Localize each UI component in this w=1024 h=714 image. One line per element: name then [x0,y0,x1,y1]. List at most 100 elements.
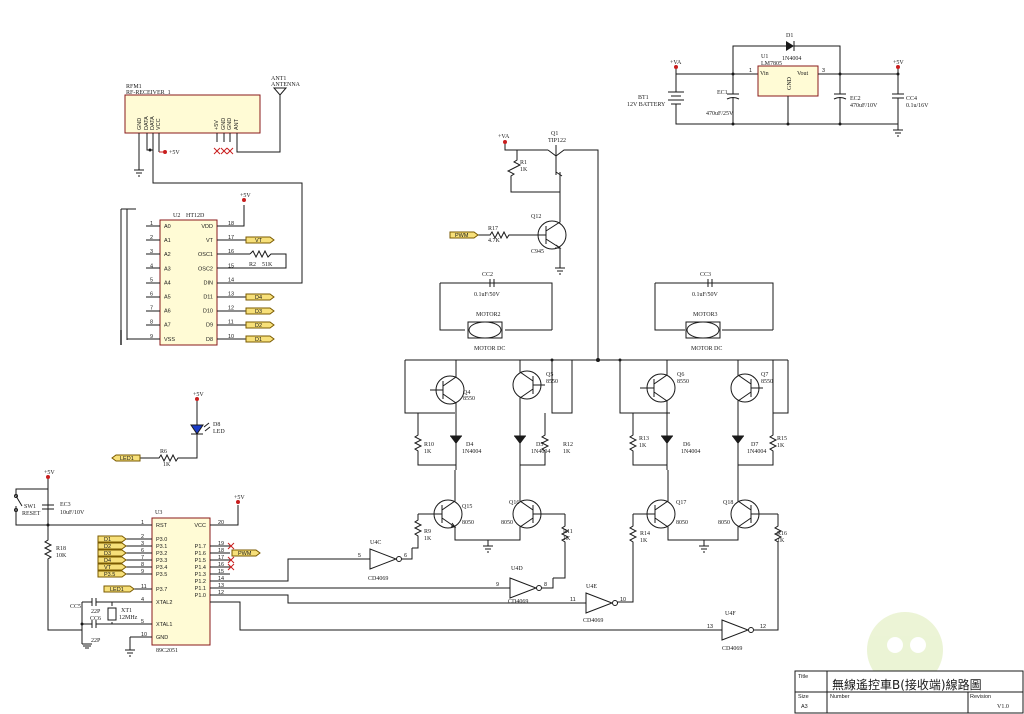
u2-d4-flag: D4 [245,293,275,301]
q16-ref: Q16 [509,500,519,506]
u3-pin-name-8: P3.4 [156,565,167,571]
u1-vin: Vin [760,71,769,77]
inverter-u4d: U4D CD4069 9 8 [496,566,554,605]
u3-pin-name-9: P3.5 [156,572,167,578]
q4-ref: Q4 [463,390,470,396]
r18-val: 10K [56,553,67,559]
u4e-pin-out: 10 [620,597,626,603]
q5-ref: Q5 [546,372,553,378]
d1-val: 1N4004 [782,56,801,62]
u2-pin-name-10: D8 [206,337,213,343]
u3-d3-flag: D3 [97,549,127,557]
rfm1-name: RF-RECEIVER_1 [126,90,171,96]
u2-pin-name-11: D9 [206,323,213,329]
reset-5v-label: +5V [44,470,55,476]
r2-val: 51K [262,262,273,268]
u3-pin-num-5: 5 [141,619,144,625]
u3-pin-num-11: 11 [141,584,147,590]
u3-d1-flag: D1 [97,535,127,543]
ant1-name: ANTENNA [271,82,301,88]
q1-ref: Q1 [551,131,558,137]
u3-d2-flag: D2 [97,542,127,550]
u2-pin-name-1: A0 [164,224,171,230]
r17-ref: R17 [488,226,498,232]
rfm1-pin-5v: +5V [214,120,220,130]
svg-text:D1: D1 [255,337,262,343]
u3-pin-name-19: P1.7 [195,544,206,550]
ant1-ref: ANT1 [271,76,286,82]
q18-name: 8050 [718,520,730,526]
u4f-pin-in: 13 [707,624,713,630]
r15-ref: R15 [777,436,787,442]
u2-pin-num-13: 13 [228,292,234,298]
ps-5v-label: +5V [893,60,904,66]
u2-pin-num-16: 16 [228,249,234,255]
u3-ref: U3 [155,510,162,516]
u2-pin-num-9: 9 [150,334,153,340]
u3-pin-num-15: 15 [218,569,224,575]
u3-pin-num-9: 9 [141,569,144,575]
r6-val: 1K [163,462,171,468]
u3-pin-name-18: P1.6 [195,551,206,557]
inverter-u4e: U4E CD4069 11 10 [570,584,626,624]
u3-pin-name-11: P3.7 [156,587,167,593]
pwm-driver: +VA R1 1K Q1 TIP122 Q12 C945 R17 4.7K PW… [449,131,599,360]
u3-pin-name-1: RST [156,523,168,529]
r14-ref: R14 [640,531,650,537]
xt1-val: 12MHz [119,615,138,621]
u2-ref: U2 [173,213,180,219]
u2-pin-num-10: 10 [228,334,234,340]
ec2-val: 470uF/10V [850,103,878,109]
u2-vt-flag: VT [245,236,275,244]
u3-pin-num-2: 2 [141,534,144,540]
u2-pin-name-5: A4 [164,280,171,286]
rfm1-ref: RFM1 [126,84,142,90]
u2-d2-flag: D2 [245,321,275,329]
u2-pin-name-6: A5 [164,295,171,301]
r15-val: 1K [777,443,785,449]
u4f-pin-out: 12 [760,624,766,630]
u3-pin-name-6: P3.2 [156,551,167,557]
u3-pin-num-4: 4 [141,597,144,603]
ec1-ref: EC1 [717,90,728,96]
u3-pin-num-12: 12 [218,590,224,596]
number-label: Number [830,694,850,700]
bt1-name: 12V BATTERY [627,102,666,108]
u2-5v-label: +5V [240,193,251,199]
cc6-val: 22P [91,638,101,644]
u4d-pin-in: 9 [496,582,499,588]
rfm1-pin-gnd3: GND [227,118,233,130]
u3-pin-name-3: P3.1 [156,544,167,550]
u3-pin-name-7: P3.3 [156,558,167,564]
u3-pin-name-4: XTAL2 [156,600,172,606]
u1-pin3: 3 [822,68,825,74]
svg-text:LED1: LED1 [110,587,124,593]
motor2-name: MOTOR DC [474,346,505,352]
q16-name: 8050 [501,520,513,526]
u3-pin-name-5: XTAL1 [156,622,172,628]
pwm-va-label: +VA [498,134,510,140]
r12-val: 1K [563,449,571,455]
d6-name: 1N4004 [681,449,700,455]
q15-name: 8050 [462,520,474,526]
u1-gnd: GND [787,76,793,90]
cc4-val: 0.1u/16V [906,103,929,109]
d5-ref: D5 [536,442,543,448]
u3-pin-num-8: 8 [141,562,144,568]
r17-val: 4.7K [488,238,501,244]
r1-val: 1K [520,167,528,173]
u3-d4-flag: D4 [97,556,127,564]
u3-pin-num-20: 20 [218,520,224,526]
u2-pin-name-7: A6 [164,309,171,315]
inverter-u4f: U4F CD4069 13 12 [707,611,770,652]
svg-text:D4: D4 [255,295,262,301]
svg-text:D3: D3 [104,551,111,557]
u4d-pin-out: 8 [544,582,547,588]
svg-text:LED1: LED1 [120,456,134,462]
rfm1-pin-data1: DATA [144,116,150,130]
motor3-ref: MOTOR3 [693,312,718,318]
svg-text:VT: VT [104,565,112,571]
svg-text:D1: D1 [104,537,111,543]
u2-pin-num-1: 1 [150,221,153,227]
